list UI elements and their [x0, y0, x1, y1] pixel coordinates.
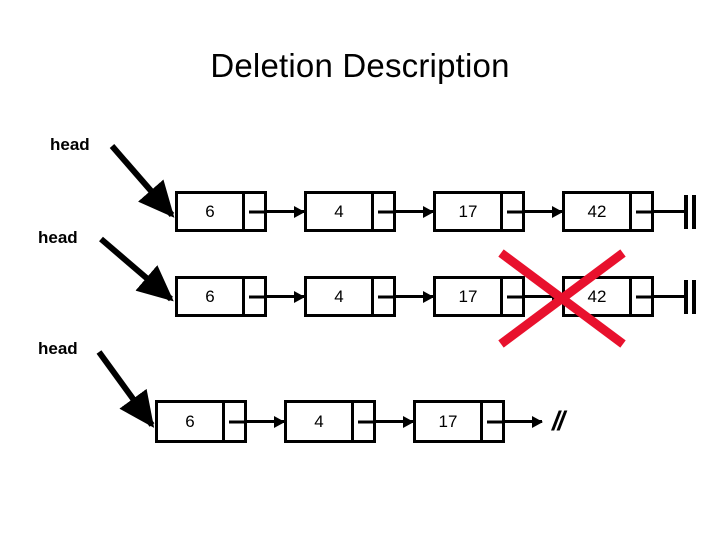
link-arrow-icon: [396, 295, 433, 298]
node-value: 6: [185, 411, 195, 431]
link-arrow-icon: [267, 210, 304, 213]
link-arrow-icon: [525, 295, 562, 298]
node-value: 17: [458, 201, 478, 221]
head-label-row-1: head: [50, 135, 90, 154]
head-arrow-row-3: [96, 350, 155, 428]
link-arrow-icon: [376, 420, 413, 423]
list-node[interactable]: 6: [155, 400, 247, 443]
head-arrow-row-1: [109, 144, 175, 218]
node-next-pointer: [480, 403, 502, 440]
link-arrow-icon: [505, 420, 542, 423]
node-next-pointer: [629, 194, 651, 229]
node-next-pointer: [500, 194, 522, 229]
double-slash-terminator: //: [552, 406, 565, 436]
linked-list-row-after: 6 4 17 //: [155, 400, 565, 443]
link-arrow-icon: [267, 295, 304, 298]
head-label-row-2: head: [38, 228, 78, 247]
head-label-row-3: head: [38, 339, 78, 358]
list-node[interactable]: 6: [175, 276, 267, 317]
node-next-pointer: [500, 279, 522, 314]
node-value: 4: [334, 201, 344, 221]
list-node[interactable]: 17: [433, 191, 525, 232]
link-arrow-icon: [396, 210, 433, 213]
node-next-pointer: [629, 279, 651, 314]
node-next-pointer: [222, 403, 244, 440]
node-value: 17: [458, 286, 478, 306]
node-value: 6: [205, 201, 215, 221]
node-value: 4: [334, 286, 344, 306]
node-value: 6: [205, 286, 215, 306]
link-arrow-icon: [525, 210, 562, 213]
list-node[interactable]: 4: [304, 191, 396, 232]
node-next-pointer: [371, 279, 393, 314]
node-next-pointer: [371, 194, 393, 229]
node-value: 42: [587, 201, 607, 221]
list-node[interactable]: 17: [413, 400, 505, 443]
list-node-deleted[interactable]: 42: [562, 276, 654, 317]
node-value: 4: [314, 411, 324, 431]
list-node[interactable]: 4: [304, 276, 396, 317]
list-node[interactable]: 17: [433, 276, 525, 317]
node-value: 17: [438, 411, 458, 431]
node-next-pointer: [351, 403, 373, 440]
page-title: Deletion Description: [210, 47, 510, 84]
link-arrow-icon: [247, 420, 284, 423]
linked-list-row-marked: 6 4 17 42: [175, 276, 696, 317]
node-value: 42: [587, 286, 607, 306]
node-next-pointer: [242, 194, 264, 229]
null-terminator-icon: [654, 194, 696, 229]
list-node[interactable]: 42: [562, 191, 654, 232]
null-terminator-icon: [654, 279, 696, 314]
list-node[interactable]: 4: [284, 400, 376, 443]
list-node[interactable]: 6: [175, 191, 267, 232]
node-next-pointer: [242, 279, 264, 314]
linked-list-row-before: 6 4 17 42: [175, 191, 696, 232]
head-arrow-row-2: [99, 236, 174, 302]
